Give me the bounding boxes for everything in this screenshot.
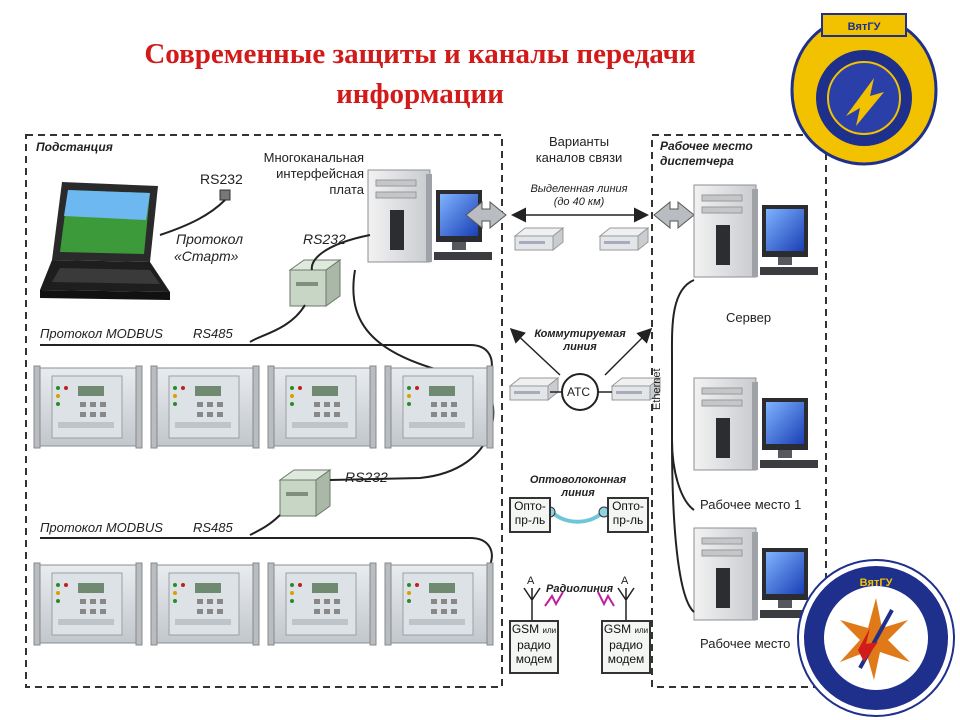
dispatcher-label-line-1: Рабочее место bbox=[660, 139, 753, 153]
slide-title: Современные защиты и каналы передачи инф… bbox=[80, 34, 760, 114]
gsm-left-line-2: радио bbox=[517, 638, 551, 652]
rs485-label-1: RS485 bbox=[193, 326, 233, 341]
opto-left-line-2: пр-ль bbox=[514, 513, 546, 527]
dispatcher-frame bbox=[651, 134, 827, 688]
gsm-right-line-2: радио bbox=[609, 638, 643, 652]
opto-converter-left: Опто- пр-ль bbox=[509, 497, 551, 533]
protocol-start-label-2: «Старт» bbox=[174, 248, 239, 264]
substation-frame bbox=[25, 134, 503, 688]
dedicated-line-2: (до 40 км) bbox=[553, 196, 605, 208]
relay-unit-6 bbox=[150, 562, 260, 646]
radio-line-label: Радиолиния bbox=[546, 583, 614, 595]
rs232-port-icon bbox=[219, 189, 231, 201]
multichannel-line-3: плата bbox=[329, 182, 364, 197]
dedicated-line-1: Выделенная линия bbox=[530, 183, 628, 195]
channels-header-line-1: Варианты bbox=[548, 134, 610, 149]
relay-unit-5 bbox=[33, 562, 143, 646]
switched-line-label: Коммутируемая линия bbox=[525, 328, 635, 354]
relay-unit-2 bbox=[150, 365, 260, 449]
channels-header-line-2: каналов связи bbox=[535, 150, 623, 165]
workstation-2-label: Рабочее место bbox=[700, 636, 791, 651]
rs232-low-label: RS232 bbox=[345, 469, 388, 485]
modem-switched-left-icon bbox=[509, 377, 559, 401]
relay-unit-7 bbox=[267, 562, 377, 646]
gsm-left-or: или bbox=[542, 626, 557, 635]
antenna-right-label: A bbox=[621, 575, 629, 587]
emblem-top-text: ВятГУ bbox=[848, 21, 881, 33]
relay-unit-3 bbox=[267, 365, 377, 449]
gsm-modem-left: GSM или радио модем bbox=[509, 620, 559, 674]
university-logo-bottom: ВятГУ bbox=[797, 559, 955, 717]
converter-top-icon bbox=[289, 259, 341, 307]
gsm-left-label: GSM bbox=[511, 622, 540, 636]
dispatcher-label: Рабочее место диспетчера bbox=[660, 139, 753, 169]
gsm-right-label: GSM bbox=[603, 622, 632, 636]
modem-dedicated-left-icon bbox=[514, 227, 564, 251]
channels-header: Варианты каналов связи bbox=[520, 134, 638, 166]
multichannel-line-1: Многоканальная bbox=[263, 150, 364, 165]
fiber-line-1: Оптоволоконная bbox=[529, 474, 627, 486]
multichannel-line-2: интерфейсная bbox=[276, 166, 364, 181]
rs232-top-label: RS232 bbox=[200, 171, 243, 187]
multichannel-board-label: Многоканальная интерфейсная плата bbox=[260, 150, 364, 198]
server-label: Сервер bbox=[726, 310, 772, 325]
gsm-right-or: или bbox=[634, 626, 649, 635]
fiber-line-label: Оптоволоконная линия bbox=[520, 474, 636, 500]
logo-bottom-text: ВятГУ bbox=[860, 577, 893, 589]
relay-unit-8 bbox=[384, 562, 494, 646]
relay-unit-4 bbox=[384, 365, 494, 449]
rs232-mid-label: RS232 bbox=[303, 231, 346, 247]
dispatcher-label-line-2: диспетчера bbox=[660, 154, 734, 168]
workstation-1-pc-icon bbox=[693, 377, 819, 471]
gsm-right-line-3: модем bbox=[607, 652, 645, 666]
opto-converter-right: Опто- пр-ль bbox=[607, 497, 649, 533]
opto-right-line-2: пр-ль bbox=[612, 513, 644, 527]
link-arrow-left-icon bbox=[465, 200, 507, 230]
opto-left-line-1: Опто- bbox=[514, 499, 546, 513]
dedicated-line-label: Выделенная линия (до 40 км) bbox=[514, 183, 644, 209]
opto-right-line-1: Опто- bbox=[612, 499, 644, 513]
switched-line-2: линия bbox=[563, 341, 597, 353]
antenna-left-label: A bbox=[527, 575, 535, 587]
modbus-label-1: Протокол MODBUS bbox=[40, 326, 163, 341]
substation-label: Подстанция bbox=[36, 140, 113, 154]
workstation-1-label: Рабочее место 1 bbox=[700, 497, 802, 512]
converter-bottom-icon bbox=[279, 469, 331, 517]
switched-line-1: Коммутируемая bbox=[534, 328, 626, 340]
fiber-line-2: линия bbox=[561, 487, 595, 499]
gsm-left-line-3: модем bbox=[515, 652, 553, 666]
title-line-2: информации bbox=[336, 78, 504, 110]
laptop-icon bbox=[40, 182, 170, 300]
server-pc-icon bbox=[693, 184, 819, 278]
modem-dedicated-right-icon bbox=[599, 227, 649, 251]
relay-unit-1 bbox=[33, 365, 143, 449]
protocol-start-label-1: Протокол bbox=[176, 231, 243, 247]
university-emblem-top: ВятГУ bbox=[790, 13, 938, 166]
link-arrow-right-icon bbox=[653, 200, 695, 230]
title-line-1: Современные защиты и каналы передачи bbox=[144, 38, 696, 70]
gsm-modem-right: GSM или радио модем bbox=[601, 620, 651, 674]
ethernet-label: Ethernet bbox=[651, 368, 663, 410]
ats-label: АТС bbox=[567, 385, 591, 399]
modbus-label-2: Протокол MODBUS bbox=[40, 520, 163, 535]
rs485-label-2: RS485 bbox=[193, 520, 233, 535]
